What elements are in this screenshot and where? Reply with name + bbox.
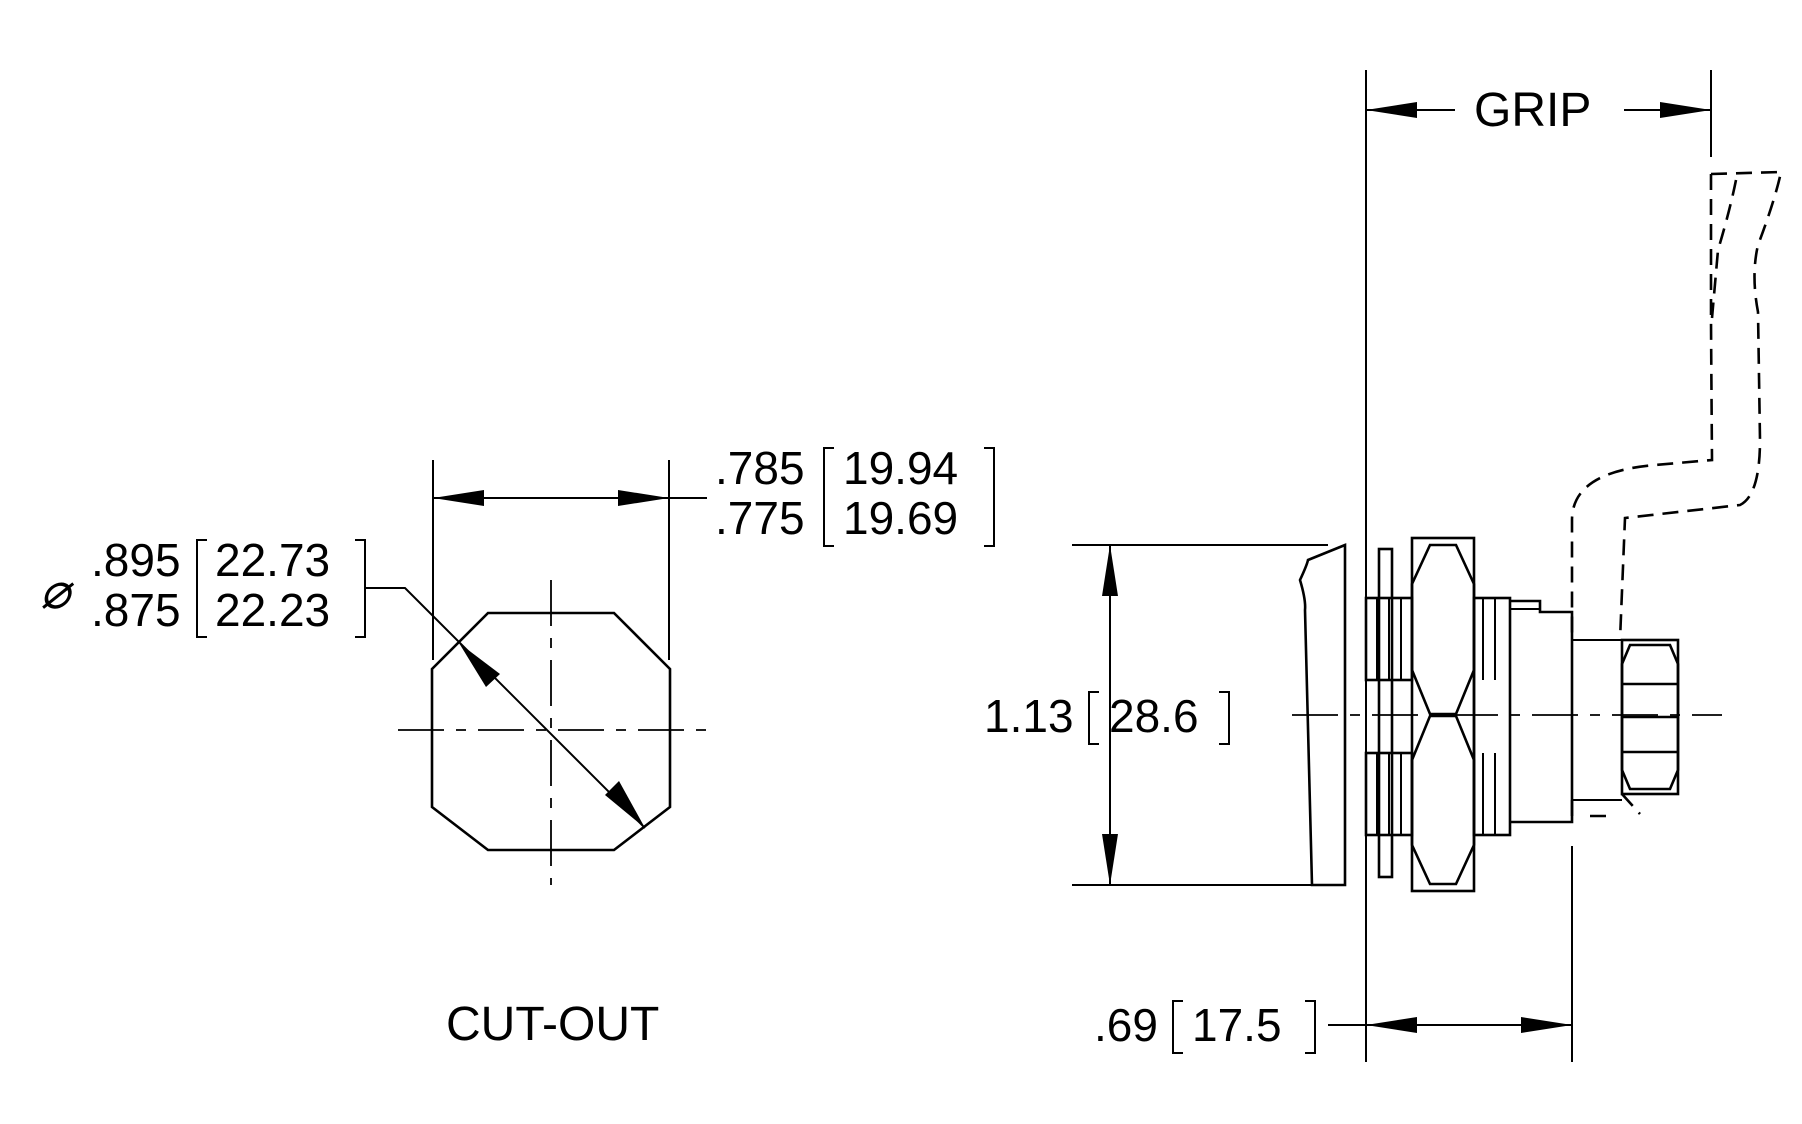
diameter-arrow-upper [459,643,500,687]
lock-washer [1377,547,1394,879]
height-dim-bracket-left [1088,691,1099,745]
grip-label: GRIP [1474,84,1591,137]
cam-lever-phantom [1570,170,1783,641]
inner-thread-section [1472,596,1512,837]
depth-arrow-left [1366,1017,1417,1033]
depth-dim-bracket-left [1172,1000,1183,1054]
cam-lever-lower-phantom [1570,793,1641,822]
thread-marks [1376,598,1402,835]
height-dim-in: 1.13 [984,690,1074,742]
diameter-dim-bracket-left [196,539,207,638]
grip-arrow-right [1660,102,1711,118]
diameter-dim-bracket-right [355,539,366,638]
diameter-dim-in-min: .875 [91,584,181,636]
cam-screw-facets [1620,643,1680,791]
diameter-leader [366,587,646,829]
cutout-label: CUT-OUT [446,998,659,1051]
side-view: GRIP 1.13 28.6 .69 17.5 [984,70,1783,1062]
cutout-outline [430,611,672,852]
flat-dim-in-max: .785 [715,442,805,494]
flat-dim-bracket-left [823,447,834,547]
cutout-view: .785 .775 19.94 19.69 ⌀ .895 .875 22.73 … [40,442,995,1051]
flat-dim-mm-max: 19.94 [843,442,958,494]
lock-face-cap [1298,543,1347,887]
diameter-symbol: ⌀ [40,562,75,620]
flat-dim-bracket-right [984,447,995,547]
height-arrow-bottom [1102,834,1118,885]
grip-arrow-left [1366,102,1417,118]
height-dim-mm: 28.6 [1109,690,1199,742]
flat-dim-mm-min: 19.69 [843,492,958,544]
diameter-arrow-lower [605,781,645,828]
diameter-dim-in-max: .895 [91,534,181,586]
height-arrow-top [1102,545,1118,596]
height-dim-bracket-right [1219,691,1230,745]
depth-dim-in: .69 [1094,999,1158,1051]
lock-body [1298,536,1680,893]
inner-thread-marks [1482,598,1496,835]
depth-arrow-right [1521,1017,1572,1033]
flat-arrow-left [433,490,484,506]
depth-dim-bracket-right [1305,1000,1316,1054]
flat-arrow-right [618,490,669,506]
flat-dim-in-min: .775 [715,492,805,544]
lock-housing [1510,599,1574,824]
diameter-dim-mm-min: 22.23 [215,584,330,636]
depth-dim-mm: 17.5 [1192,999,1282,1051]
diameter-dim-mm-max: 22.73 [215,534,330,586]
